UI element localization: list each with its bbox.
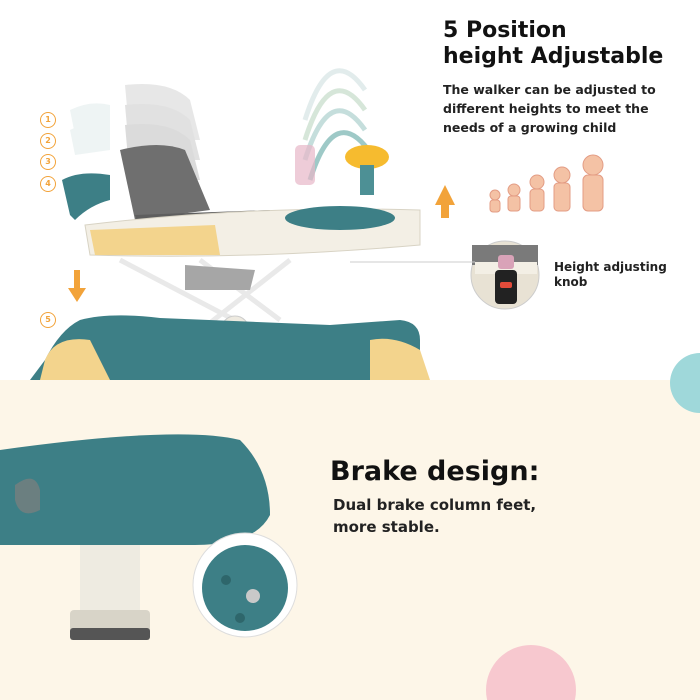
toy-arches bbox=[302, 68, 375, 181]
seat-back bbox=[120, 145, 210, 220]
knob-closeup bbox=[470, 240, 540, 310]
description-line-1: The walker can be adjusted to bbox=[443, 82, 656, 97]
heading: 5 Position height Adjustable bbox=[443, 18, 693, 70]
position-marker-4: 4 bbox=[40, 176, 56, 192]
knob-label-line-1: Height adjusting bbox=[554, 260, 667, 274]
position-marker-1: 1 bbox=[40, 112, 56, 128]
knob-label: Height adjusting knob bbox=[554, 260, 667, 290]
knob-label-line-2: knob bbox=[554, 275, 588, 289]
decor-circle-teal bbox=[670, 353, 700, 413]
position-marker-2: 2 bbox=[40, 133, 56, 149]
position-marker-5: 5 bbox=[40, 312, 56, 328]
mushroom-toy bbox=[345, 145, 389, 169]
heading-line-2: height Adjustable bbox=[443, 44, 664, 69]
brake-title: Brake design: bbox=[330, 456, 540, 487]
brake-description: Dual brake column feet, more stable. bbox=[333, 494, 536, 538]
description: The walker can be adjusted to different … bbox=[443, 80, 683, 137]
brake-closeup bbox=[0, 434, 298, 640]
heading-line-1: 5 Position bbox=[443, 18, 567, 43]
description-line-2: different heights to meet the bbox=[443, 101, 649, 116]
brake-description-line-1: Dual brake column feet, bbox=[333, 496, 537, 514]
decor-circle-pink bbox=[486, 645, 576, 700]
baby-growth-icons bbox=[489, 154, 604, 213]
brake-description-line-2: more stable. bbox=[333, 518, 440, 536]
position-marker-3: 3 bbox=[40, 154, 56, 170]
arrows bbox=[68, 185, 455, 302]
description-line-3: needs of a growing child bbox=[443, 120, 617, 135]
walker-base bbox=[30, 315, 430, 380]
